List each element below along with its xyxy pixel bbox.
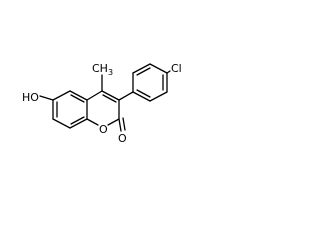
carbonyl-bond — [118, 118, 122, 132]
atom-labels: HO CH3 O O Cl — [22, 62, 182, 145]
methyl-carbon-text: CH — [92, 62, 108, 75]
bond — [69, 90, 88, 101]
pyranone-ring — [86, 90, 120, 126]
aryl-link-bond — [118, 91, 134, 101]
benzo-ring — [52, 90, 88, 129]
methyl-subscript: 3 — [108, 68, 113, 77]
bond — [52, 118, 71, 129]
methyl-label: CH3 — [92, 62, 113, 77]
bond — [86, 118, 99, 126]
bond — [136, 67, 151, 76]
bond — [132, 91, 151, 102]
bond — [149, 63, 168, 74]
carbonyl-oxygen-label: O — [118, 132, 127, 145]
hydroxyl-bond — [39, 95, 54, 101]
bond — [132, 63, 151, 74]
bond — [70, 94, 85, 103]
substituent-bonds — [39, 74, 134, 132]
molecule-canvas: HO CH3 O O Cl — [22, 62, 182, 145]
bond — [107, 118, 120, 126]
carbonyl-bond — [122, 117, 126, 131]
chlorine-label: Cl — [171, 62, 182, 75]
chlorine-bond — [166, 70, 171, 74]
ring-oxygen-label: O — [99, 123, 108, 136]
bond — [102, 94, 117, 103]
bond — [69, 118, 88, 129]
chlorophenyl-ring — [132, 63, 171, 102]
bond — [149, 91, 168, 102]
bond — [52, 90, 71, 101]
bond — [70, 116, 85, 125]
molecule-structure: HO CH3 O O Cl — [22, 62, 182, 145]
bond — [101, 90, 120, 101]
hydroxyl-label: HO — [22, 91, 39, 104]
bond — [86, 90, 103, 101]
bond — [136, 89, 151, 98]
